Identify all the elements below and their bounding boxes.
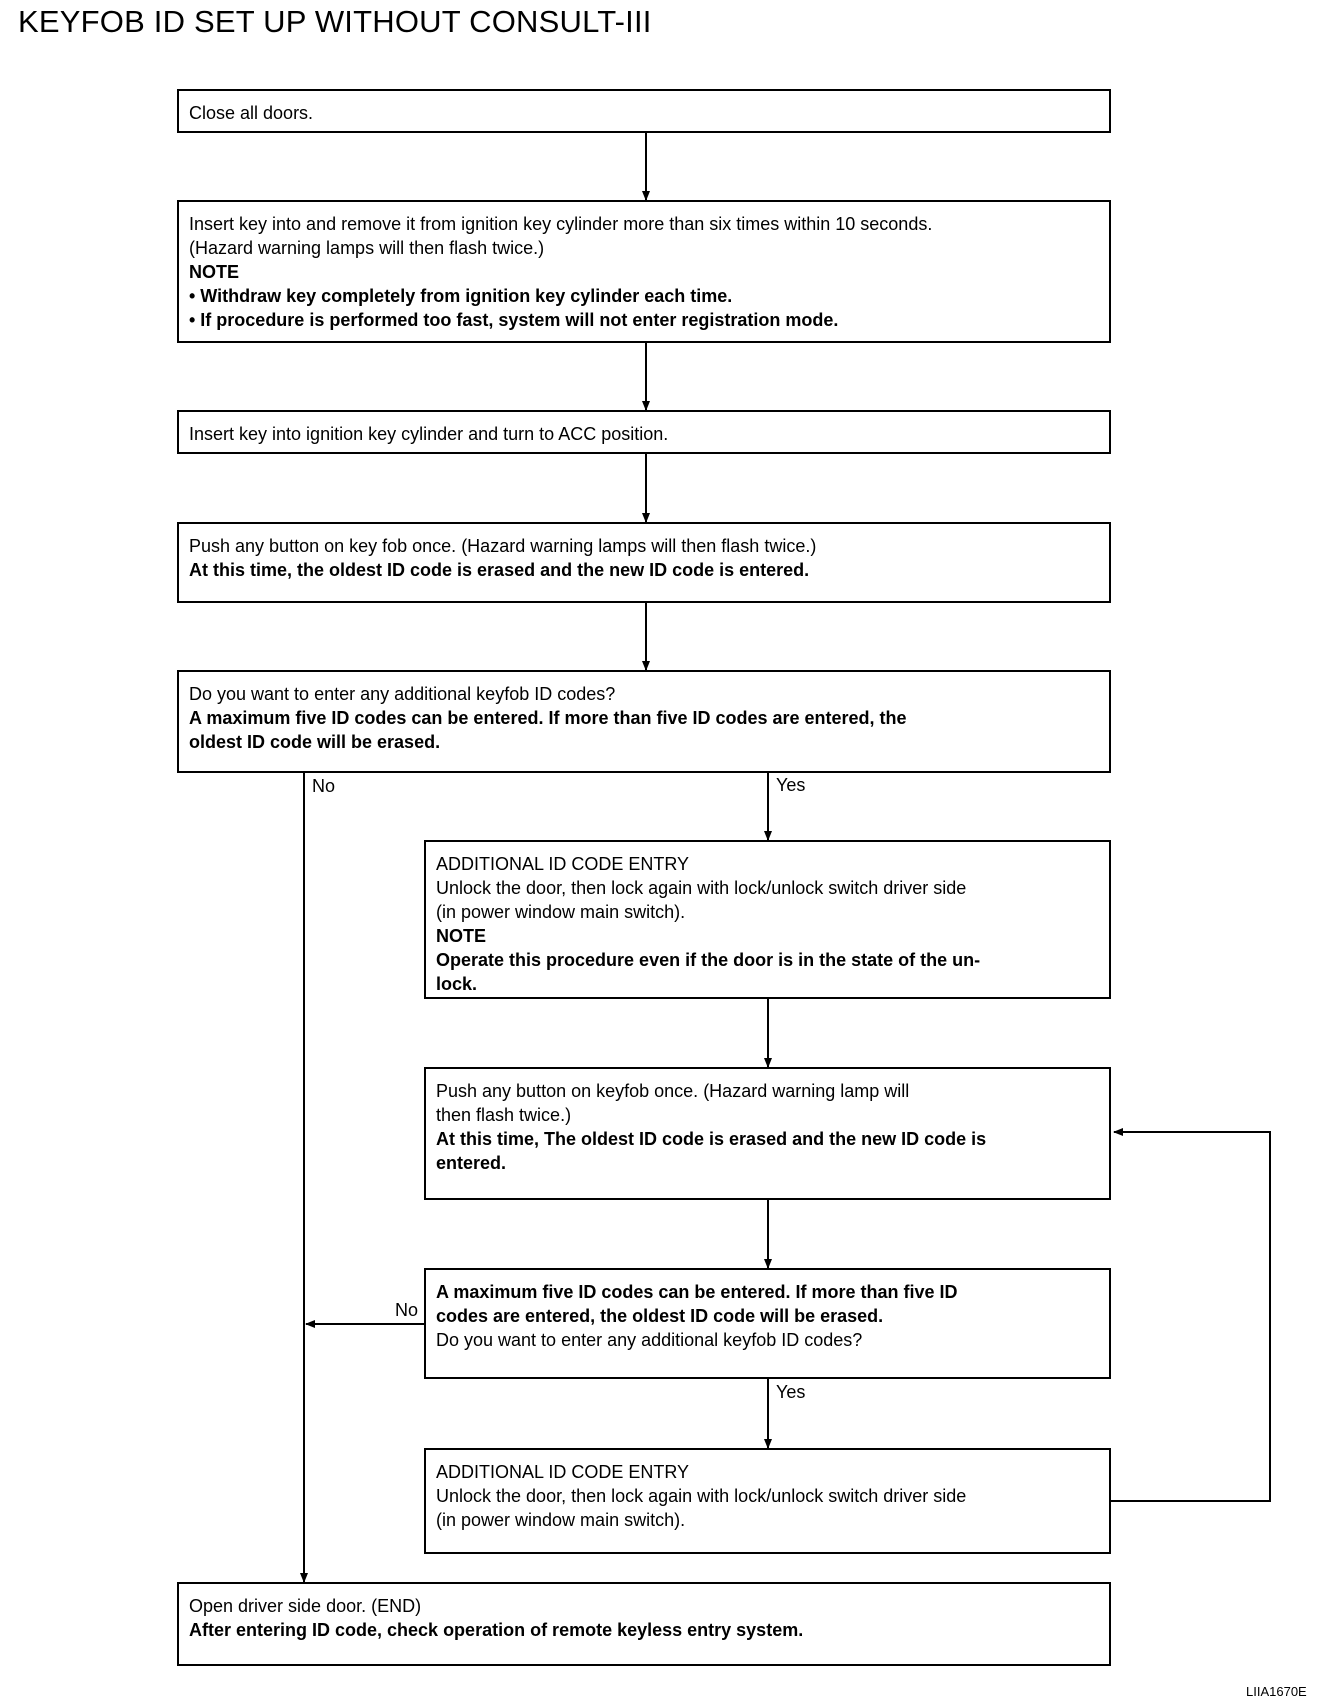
step-turn-to-acc: Insert key into ignition key cylinder an… bbox=[177, 410, 1111, 454]
step-text-line: NOTE bbox=[189, 262, 240, 282]
step-text-line: (in power window main switch). bbox=[436, 1510, 686, 1530]
step-text-line: • If procedure is performed too fast, sy… bbox=[189, 310, 839, 330]
loop-back-connector bbox=[1110, 1128, 1271, 1502]
step-text-line: Insert key into ignition key cylinder an… bbox=[189, 424, 669, 444]
page-title: KEYFOB ID SET UP WITHOUT CONSULT-III bbox=[18, 4, 652, 39]
step-text-line: entered. bbox=[436, 1153, 507, 1173]
step-text-line: At this time, the oldest ID code is eras… bbox=[189, 560, 810, 580]
step-text-line: NOTE bbox=[436, 926, 487, 946]
step-text-line: Do you want to enter any additional keyf… bbox=[189, 684, 616, 704]
step-text-line: At this time, The oldest ID code is eras… bbox=[436, 1129, 987, 1149]
decision-additional-codes: Do you want to enter any additional keyf… bbox=[177, 670, 1111, 773]
branch-label-yes-1: Yes bbox=[776, 775, 806, 795]
step-text-line: Operate this procedure even if the door … bbox=[436, 950, 981, 970]
step-text-line: After entering ID code, check operation … bbox=[189, 1620, 804, 1640]
step-text-line: A maximum five ID codes can be entered. … bbox=[436, 1282, 958, 1302]
decision-additional-codes-2: A maximum five ID codes can be entered. … bbox=[424, 1268, 1111, 1379]
step-text-line: Insert key into and remove it from ignit… bbox=[189, 214, 933, 234]
step-close-doors: Close all doors. bbox=[177, 89, 1111, 133]
step-text-line: codes are entered, the oldest ID code wi… bbox=[436, 1306, 884, 1326]
step-text-line: • Withdraw key completely from ignition … bbox=[189, 286, 733, 306]
step-text-line: Unlock the door, then lock again with lo… bbox=[436, 1486, 967, 1506]
reference-code: LIIA1670E bbox=[1246, 1684, 1307, 1699]
step-text-line: Push any button on keyfob once. (Hazard … bbox=[436, 1081, 910, 1101]
step-text-line: A maximum five ID codes can be entered. … bbox=[189, 708, 907, 728]
step-text-line: oldest ID code will be erased. bbox=[189, 732, 441, 752]
step-text-line: ADDITIONAL ID CODE ENTRY bbox=[436, 854, 690, 874]
branch-label-no-2: No bbox=[395, 1300, 419, 1320]
step-push-keyfob-button: Push any button on key fob once. (Hazard… bbox=[177, 522, 1111, 603]
step-open-driver-door: Open driver side door. (END) After enteri… bbox=[177, 1582, 1111, 1666]
step-additional-entry-1: ADDITIONAL ID CODE ENTRY Unlock the door,… bbox=[424, 840, 1111, 999]
step-text-line: then flash twice.) bbox=[436, 1105, 572, 1125]
step-text-line: Open driver side door. (END) bbox=[189, 1596, 422, 1616]
step-push-keyfob-again: Push any button on keyfob once. (Hazard … bbox=[424, 1067, 1111, 1200]
step-text-line: ADDITIONAL ID CODE ENTRY bbox=[436, 1462, 690, 1482]
step-text-line: (Hazard warning lamps will then flash tw… bbox=[189, 238, 545, 258]
step-text-line: (in power window main switch). bbox=[436, 902, 686, 922]
branch-label-no-1: No bbox=[312, 776, 336, 796]
step-text-line: lock. bbox=[436, 974, 478, 994]
step-insert-remove-key: Insert key into and remove it from ignit… bbox=[177, 200, 1111, 343]
step-additional-entry-2: ADDITIONAL ID CODE ENTRY Unlock the door,… bbox=[424, 1448, 1111, 1554]
step-text-line: Close all doors. bbox=[189, 103, 314, 123]
branch-label-yes-2: Yes bbox=[776, 1382, 806, 1402]
step-text-line: Unlock the door, then lock again with lo… bbox=[436, 878, 967, 898]
step-text-line: Do you want to enter any additional keyf… bbox=[436, 1330, 863, 1350]
step-text-line: Push any button on key fob once. (Hazard… bbox=[189, 536, 817, 556]
